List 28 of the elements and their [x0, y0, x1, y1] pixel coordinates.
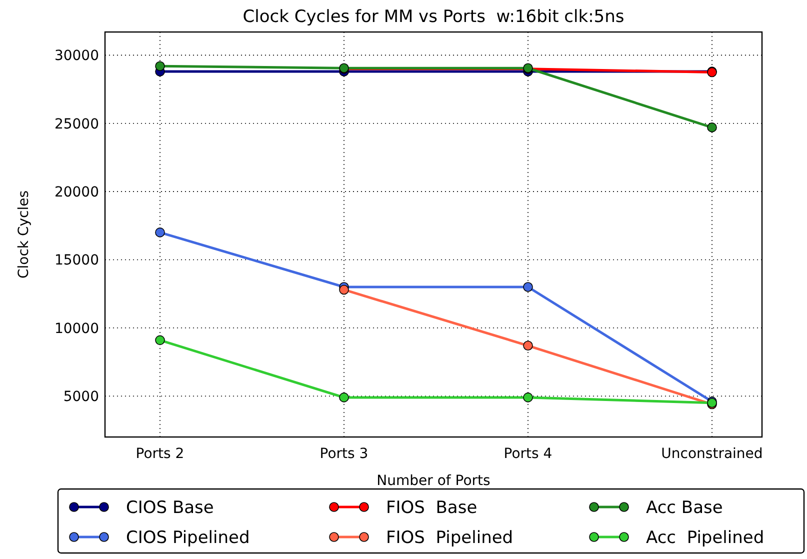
y-tick-label: 10000 — [54, 320, 99, 337]
x-tick-label: Ports 3 — [320, 446, 368, 462]
x-tick-label: Ports 2 — [136, 446, 184, 462]
point — [339, 284, 349, 295]
legend-label: CIOS Pipelined — [126, 528, 250, 548]
x-axis-title: Number of Ports — [376, 473, 490, 489]
legend-label: Acc Pipelined — [646, 528, 764, 548]
x-tick-label: Ports 4 — [504, 446, 552, 462]
y-tick-label: 5000 — [63, 389, 99, 406]
legend-label: Acc Base — [646, 498, 723, 518]
point — [155, 228, 165, 238]
point — [707, 122, 717, 132]
legend-label: FIOS Pipelined — [386, 528, 514, 548]
point — [155, 61, 165, 71]
point — [339, 392, 349, 402]
point — [523, 340, 533, 351]
y-tick-label: 20000 — [54, 184, 99, 201]
legend-label: CIOS Base — [126, 498, 214, 518]
y-tick-label: 30000 — [54, 48, 99, 64]
chart-title: Clock Cycles for MM vs Ports w:16bit clk:5ns — [242, 7, 624, 27]
point — [523, 392, 533, 402]
x-tick-label: Unconstrained — [661, 446, 763, 462]
y-tick-label: 15000 — [54, 252, 99, 269]
point — [155, 335, 165, 346]
y-tick-label: 25000 — [54, 116, 99, 132]
point — [523, 282, 533, 292]
y-axis-title: Clock Cycles — [16, 190, 32, 279]
legend-label: FIOS Base — [386, 498, 478, 518]
